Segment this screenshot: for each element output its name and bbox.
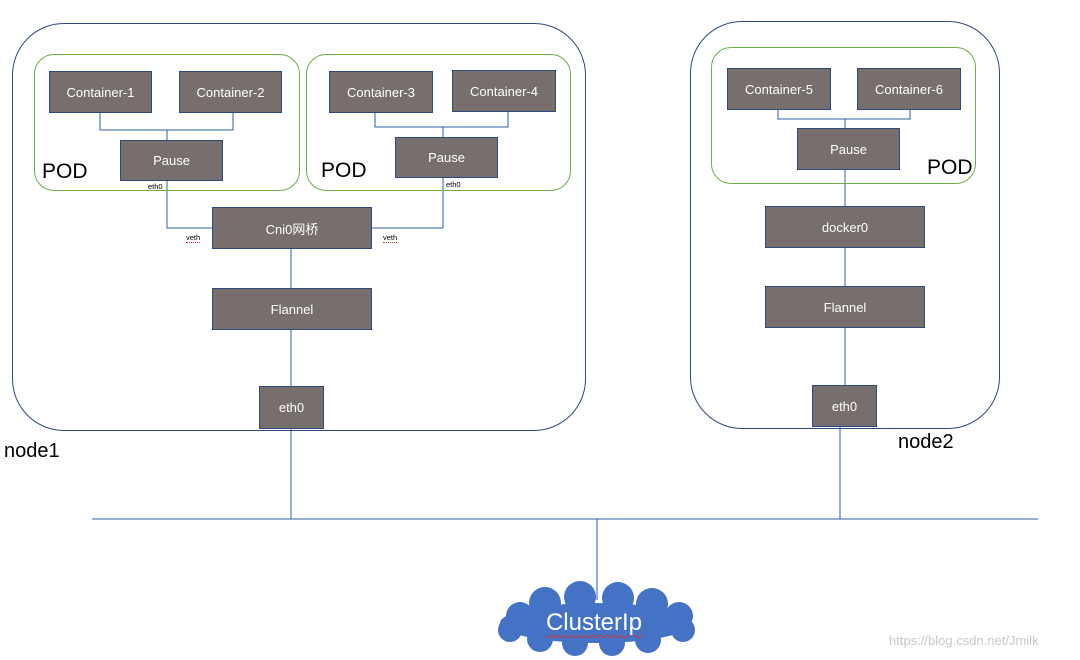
wire-pod3-containers — [777, 110, 911, 120]
node1-pod1 — [34, 54, 300, 191]
container-2[interactable]: Container-2 — [179, 71, 282, 113]
node2-pod-label: POD — [927, 156, 973, 179]
node2-eth0[interactable]: eth0 — [812, 385, 877, 427]
cluster-cloud — [498, 581, 695, 656]
pod1-pause[interactable]: Pause — [120, 140, 223, 181]
node1-flannel[interactable]: Flannel — [212, 288, 372, 330]
container-4[interactable]: Container-4 — [452, 70, 556, 112]
container-1[interactable]: Container-1 — [49, 71, 152, 113]
watermark: https://blog.csdn.net/Jmilk — [889, 633, 1039, 648]
pod1-eth0-label: eth0 — [148, 182, 163, 191]
node2-pause[interactable]: Pause — [797, 128, 900, 170]
node1-eth0[interactable]: eth0 — [259, 386, 324, 429]
veth-right-label: veth — [383, 233, 398, 243]
container-6[interactable]: Container-6 — [857, 68, 961, 110]
cni0-bridge[interactable]: Cni0网桥 — [212, 207, 372, 249]
node1-pod2 — [306, 54, 571, 191]
node1-frame — [12, 23, 586, 431]
cluster-ip-label: ClusterIp — [494, 603, 694, 643]
pod2-eth0-label: eth0 — [446, 180, 461, 189]
node2-frame — [690, 21, 1000, 429]
pod2-pause[interactable]: Pause — [395, 137, 498, 178]
wire-pod2-to-bridge — [371, 178, 444, 229]
pod2-label: POD — [321, 159, 367, 182]
pod1-label: POD — [42, 160, 88, 183]
node1-label: node1 — [4, 440, 60, 462]
wire-pod2-containers — [374, 112, 509, 128]
veth-left-label: veth — [186, 233, 201, 243]
wire-pod1-to-bridge — [166, 181, 212, 229]
container-3[interactable]: Container-3 — [329, 71, 433, 113]
container-5[interactable]: Container-5 — [727, 68, 831, 110]
cluster-ip-text: ClusterIp — [545, 609, 643, 636]
node2-label: node2 — [898, 431, 954, 453]
node2-flannel[interactable]: Flannel — [765, 286, 925, 328]
docker0-bridge[interactable]: docker0 — [765, 206, 925, 248]
node2-pod — [711, 47, 976, 184]
